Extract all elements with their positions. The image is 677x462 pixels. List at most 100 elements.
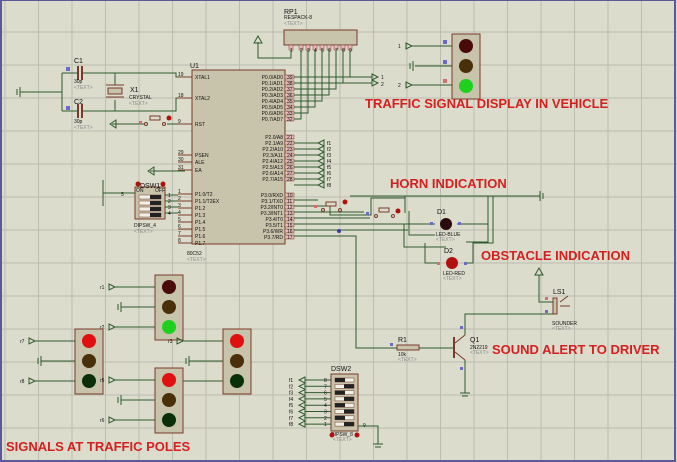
u1-pin-name: P3.3/INT1 <box>260 211 283 217</box>
amber-lamp-icon <box>82 354 96 368</box>
capacitor-c1[interactable]: C1 30p <TEXT> <box>66 58 93 91</box>
u1-pin-number: 6 <box>178 224 181 230</box>
green-lamp-icon <box>162 320 176 334</box>
u1-pin-number: 12 <box>287 205 293 211</box>
u1-pin-number: 17 <box>287 235 293 241</box>
svg-text:<TEXT>: <TEXT> <box>398 357 417 363</box>
u1-pin-number: 3 <box>178 203 181 209</box>
dsw2-pin-number: 6 <box>324 391 327 397</box>
net-label: r8 <box>20 379 25 385</box>
net-label: r7 <box>20 339 25 345</box>
sounder-ls1[interactable]: LS1 SOUNDER <TEXT> <box>464 266 577 335</box>
horn-switch-2[interactable] <box>366 207 401 218</box>
u1-pin-name: P2.7/A15 <box>262 177 283 183</box>
dip-switch-dsw1[interactable]: ON OFF DSW1 DIPSW_4 <TEXT> 5 <box>102 180 166 235</box>
u1-pin-name: P1.1/T2EX <box>195 199 220 205</box>
u1-pin-number: 2 <box>178 196 181 202</box>
u1-pin-number: 31 <box>178 165 184 171</box>
dsw2-pin-number: 3 <box>324 410 327 416</box>
u1-pin-number: 24 <box>287 153 293 159</box>
net-label: r1 <box>100 285 105 291</box>
net-label: f7 <box>327 177 331 183</box>
u1-pin-number: 9 <box>178 119 181 125</box>
annotation-vehicle-display: TRAFFIC SIGNAL DISPLAY IN VEHICLE <box>365 96 609 111</box>
u1-pin-number: 22 <box>287 141 293 147</box>
u1-pin-name: P3.5/T1 <box>265 223 283 229</box>
svg-text:SOUNDER: SOUNDER <box>552 321 577 327</box>
green-lamp-icon <box>459 79 473 93</box>
c2-text: <TEXT> <box>74 125 93 131</box>
horn-switch-1[interactable] <box>314 199 348 212</box>
red-lamp-icon <box>162 373 176 387</box>
traffic-light-vehicle[interactable] <box>451 33 481 100</box>
dsw1-part: DIPSW_4 <box>134 223 156 229</box>
net-label: f2 <box>327 147 331 153</box>
u1-pin-name: P2.1/A9 <box>265 141 283 147</box>
net-label: f6 <box>327 171 331 177</box>
crystal-x1[interactable]: X1 CRYSTAL <TEXT> <box>106 84 152 107</box>
led-d1-blue[interactable]: D1 LED-BLUE <TEXT> <box>430 209 461 243</box>
u1-pin-number: 1 <box>178 189 181 195</box>
u1-pin-name: P0.7/AD7 <box>262 117 284 123</box>
svg-text:10k: 10k <box>398 352 407 358</box>
c2-ref: C2 <box>74 99 83 106</box>
traffic-light-pole-right[interactable]: r3r4 <box>168 328 252 395</box>
rp1-power-terminal <box>253 34 263 44</box>
annotation-poles: SIGNALS AT TRAFFIC POLES <box>6 439 190 454</box>
svg-text:LED-RED: LED-RED <box>443 271 465 277</box>
u1-pin-number: 8 <box>178 238 181 244</box>
u1-pin-name: P2.4/A12 <box>262 159 283 165</box>
capacitor-c2[interactable]: C2 30p <TEXT> <box>66 99 93 131</box>
u1-pin-name: P1.4 <box>195 220 206 226</box>
net-label: f7 <box>289 416 293 422</box>
u1-pin-number: 16 <box>287 229 293 235</box>
svg-text:OFF: OFF <box>155 188 165 194</box>
u1-pin-number: 32 <box>287 117 293 123</box>
u1-pin-name: RST <box>195 122 205 128</box>
u1-pin-number: 29 <box>178 150 184 156</box>
net-label: f6 <box>289 410 293 416</box>
net-label: f5 <box>327 165 331 171</box>
u1-pin-number: 13 <box>287 211 293 217</box>
dsw1-text: <TEXT> <box>134 229 153 235</box>
u1-part: 80C52 <box>187 251 202 257</box>
u1-pin-name: P1.7 <box>195 241 206 247</box>
amber-lamp-icon <box>162 300 176 314</box>
u1-pin-number: 27 <box>287 171 293 177</box>
net-label: f4 <box>327 159 331 165</box>
u1-pin-number: 10 <box>287 193 293 199</box>
red-lamp-icon <box>230 334 244 348</box>
u1-pin-number: 28 <box>287 177 293 183</box>
net-label: f1 <box>289 378 293 384</box>
svg-text:R1: R1 <box>398 337 407 344</box>
u1-pin-name: P0.5/AD5 <box>262 105 284 111</box>
ground-icon <box>16 87 21 97</box>
ea-power-terminal <box>147 166 155 176</box>
u1-pin-name: P3.6/WR <box>263 229 283 235</box>
transistor-q1[interactable]: Q1 2N2219 <TEXT> <box>453 326 489 397</box>
svg-text:<TEXT>: <TEXT> <box>333 437 352 443</box>
dip-switch-dsw2[interactable]: DSW2 DIPSW_8 <TEXT> 9 <box>329 366 384 448</box>
horn-circuit <box>294 191 544 349</box>
svg-text:5: 5 <box>121 192 124 198</box>
amber-lamp-icon <box>459 59 473 73</box>
net-label: f3 <box>327 153 331 159</box>
u1-pin-number: 11 <box>287 199 292 205</box>
c2-value: 30p <box>74 119 83 125</box>
net-label: f8 <box>327 183 331 189</box>
x1-part: CRYSTAL <box>129 95 152 101</box>
traffic-light-pole-left[interactable]: r7 r8 <box>20 328 104 395</box>
resistor-r1[interactable]: R1 10k <TEXT> <box>390 337 453 363</box>
u1-pin-number: 33 <box>287 111 293 117</box>
svg-text:1: 1 <box>398 44 401 50</box>
red-lamp-icon <box>459 39 473 53</box>
u1-pin-number: 14 <box>287 217 293 223</box>
led-d2-red[interactable]: D2 LED-RED <TEXT> <box>437 248 467 282</box>
